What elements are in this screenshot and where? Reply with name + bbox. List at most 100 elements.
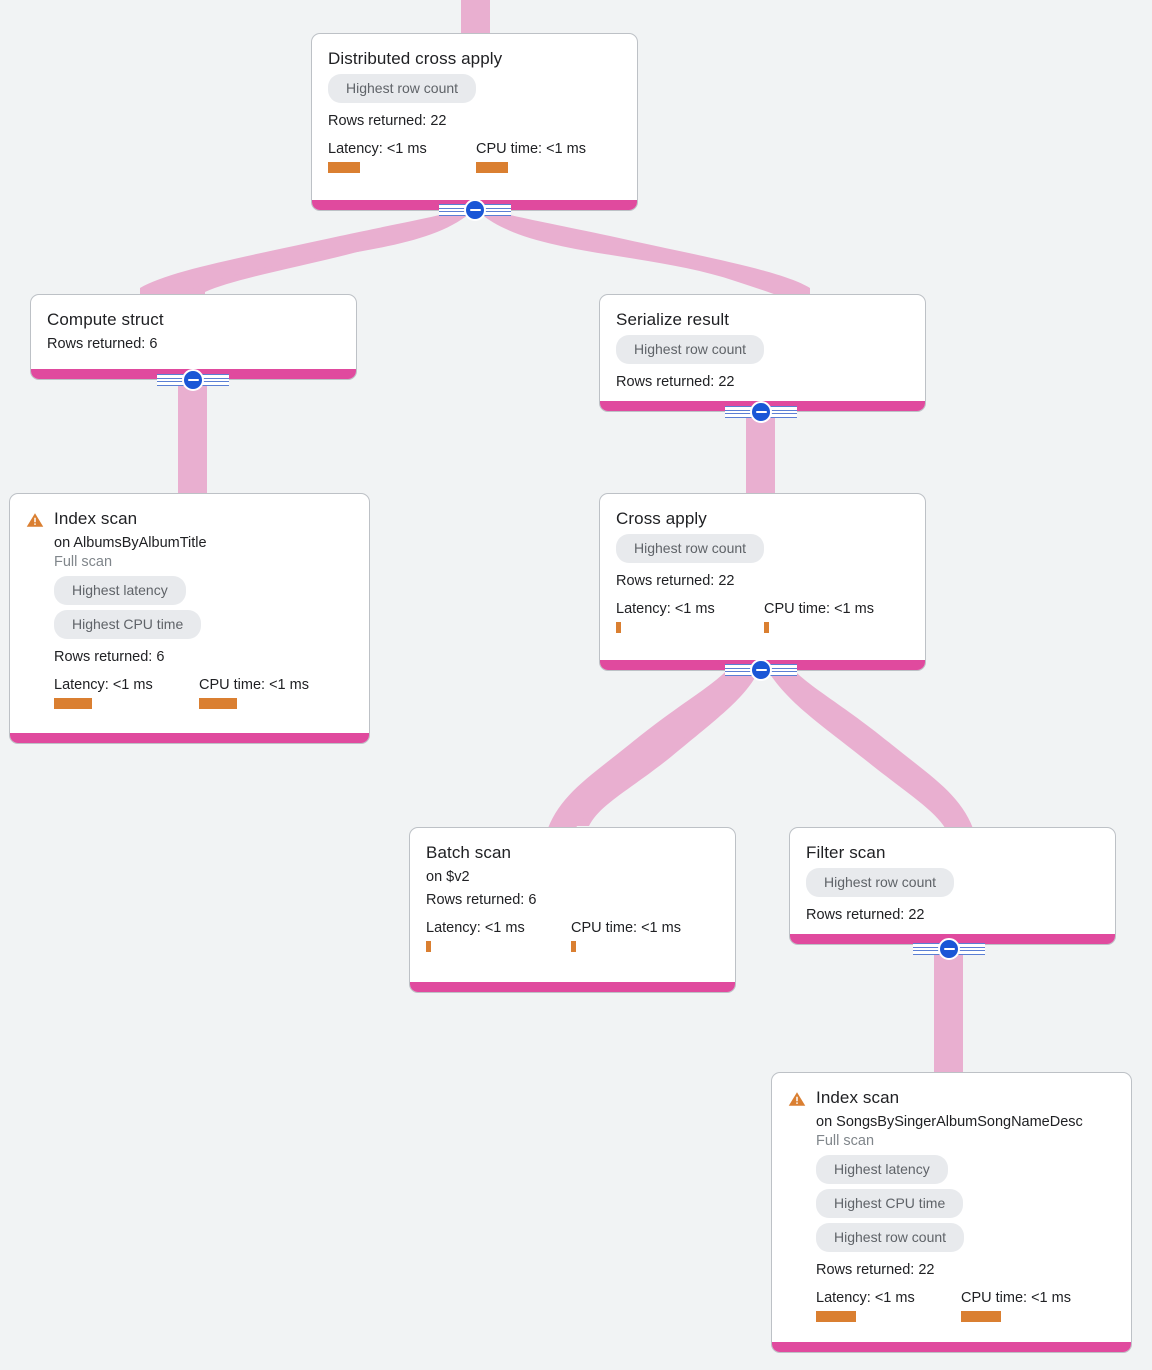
chip-highest-row-count: Highest row count	[616, 335, 765, 364]
node-chips: Highest latency Highest CPU time	[54, 576, 353, 644]
metric-cpu-time-label: CPU time: <1 ms	[764, 601, 874, 617]
metric-latency-bar	[616, 622, 621, 633]
node-header: Compute struct Rows returned: 6	[47, 309, 340, 354]
collapse-toggle-cross-apply[interactable]	[725, 658, 797, 682]
edge-root-inlet	[461, 0, 490, 34]
metric-cpu-time-bar	[476, 162, 508, 173]
node-serialize-result[interactable]: Serialize result Highest row count Rows …	[599, 294, 926, 412]
metric-cpu-time: CPU time: <1 ms	[961, 1289, 1071, 1322]
node-subtitle: on SongsBySingerAlbumSongNameDesc	[816, 1114, 1083, 1130]
rows-returned: Rows returned: 22	[328, 113, 447, 129]
edge-root-to-compute-struct	[142, 212, 470, 300]
minus-icon	[750, 401, 772, 423]
rows-returned: Rows returned: 22	[616, 573, 735, 589]
node-scan-type: Full scan	[54, 554, 113, 570]
node-chips: Highest row count	[806, 868, 1099, 902]
node-title: Compute struct	[47, 310, 164, 329]
metric-latency: Latency: <1 ms	[54, 676, 199, 709]
metric-latency-bar	[328, 162, 360, 173]
node-title: Serialize result	[616, 310, 730, 329]
rows-returned: Rows returned: 22	[806, 907, 925, 923]
chip-highest-latency: Highest latency	[54, 576, 186, 605]
minus-icon	[938, 938, 960, 960]
node-chips: Highest latency Highest CPU time Highest…	[816, 1155, 1115, 1257]
chip-highest-row-count: Highest row count	[616, 534, 765, 563]
metric-cpu-time-label: CPU time: <1 ms	[571, 920, 681, 936]
node-title: Distributed cross apply	[328, 49, 503, 68]
node-batch-scan[interactable]: Batch scan on $v2 Rows returned: 6 Laten…	[409, 827, 736, 993]
node-header: Serialize result Highest row count Rows …	[616, 309, 909, 392]
collapse-toggle-distributed-cross-apply[interactable]	[439, 198, 511, 222]
metric-cpu-time-label: CPU time: <1 ms	[961, 1290, 1071, 1306]
metric-cpu-time-bar	[961, 1311, 1001, 1322]
metric-cpu-time-label: CPU time: <1 ms	[199, 677, 309, 693]
node-header: Index scan on SongsBySingerAlbumSongName…	[788, 1087, 1115, 1322]
minus-icon	[750, 659, 772, 681]
rows-returned: Rows returned: 22	[616, 374, 735, 390]
node-metrics: Latency: <1 ms CPU time: <1 ms	[426, 919, 719, 952]
node-accent-bar	[410, 982, 735, 992]
rows-returned: Rows returned: 22	[816, 1262, 935, 1278]
node-metrics: Latency: <1 ms CPU time: <1 ms	[328, 140, 621, 173]
metric-latency-label: Latency: <1 ms	[616, 601, 715, 617]
metric-latency-label: Latency: <1 ms	[816, 1290, 915, 1306]
metric-cpu-time-label: CPU time: <1 ms	[476, 141, 586, 157]
rows-returned: Rows returned: 6	[47, 336, 158, 352]
collapse-toggle-filter-scan[interactable]	[913, 937, 985, 961]
minus-icon	[464, 199, 486, 221]
collapse-toggle-serialize-result[interactable]	[725, 400, 797, 424]
metric-latency: Latency: <1 ms	[328, 140, 476, 173]
metric-cpu-time-bar	[571, 941, 576, 952]
node-header: Distributed cross apply Highest row coun…	[328, 48, 621, 173]
node-title: Index scan	[54, 509, 138, 528]
chip-highest-row-count: Highest row count	[816, 1223, 965, 1252]
edge-cross-apply-to-batch-scan-band	[546, 662, 755, 840]
metric-latency: Latency: <1 ms	[616, 600, 764, 633]
metric-cpu-time: CPU time: <1 ms	[571, 919, 681, 952]
node-header: Batch scan on $v2 Rows returned: 6 Laten…	[426, 842, 719, 952]
node-index-scan-albums[interactable]: Index scan on AlbumsByAlbumTitle Full sc…	[9, 493, 370, 744]
warning-icon	[788, 1092, 806, 1106]
edge-compute-struct-to-index-scan-albums	[178, 381, 207, 497]
metric-cpu-time: CPU time: <1 ms	[764, 600, 874, 633]
chip-highest-row-count: Highest row count	[328, 74, 477, 103]
edge-cross-apply-to-filter-scan-band	[766, 662, 975, 840]
metric-latency: Latency: <1 ms	[426, 919, 571, 952]
collapse-toggle-compute-struct[interactable]	[157, 368, 229, 392]
chip-highest-cpu-time: Highest CPU time	[54, 610, 202, 639]
metric-latency-label: Latency: <1 ms	[54, 677, 153, 693]
node-header: Index scan on AlbumsByAlbumTitle Full sc…	[26, 508, 353, 709]
node-metrics: Latency: <1 ms CPU time: <1 ms	[616, 600, 909, 633]
node-accent-bar	[10, 733, 369, 743]
edge-serialize-result-to-cross-apply	[746, 413, 775, 497]
rows-returned: Rows returned: 6	[54, 649, 165, 665]
edge-filter-scan-to-index-scan-songs	[934, 949, 963, 1076]
edge-cross-apply-to-batch-scan	[560, 672, 756, 832]
node-metrics: Latency: <1 ms CPU time: <1 ms	[54, 676, 353, 709]
minus-icon	[182, 369, 204, 391]
metric-latency-label: Latency: <1 ms	[426, 920, 525, 936]
node-accent-bar	[772, 1342, 1131, 1352]
node-index-scan-songs[interactable]: Index scan on SongsBySingerAlbumSongName…	[771, 1072, 1132, 1353]
metric-cpu-time: CPU time: <1 ms	[476, 140, 586, 173]
metric-latency-bar	[54, 698, 92, 709]
metric-latency-bar	[816, 1311, 856, 1322]
node-distributed-cross-apply[interactable]: Distributed cross apply Highest row coun…	[311, 33, 638, 211]
metric-cpu-time-bar	[764, 622, 769, 633]
node-title: Batch scan	[426, 843, 512, 862]
node-subtitle: on AlbumsByAlbumTitle	[54, 535, 207, 551]
node-header: Filter scan Highest row count Rows retur…	[806, 842, 1099, 925]
node-cross-apply[interactable]: Cross apply Highest row count Rows retur…	[599, 493, 926, 671]
node-title: Index scan	[816, 1088, 900, 1107]
node-title: Filter scan	[806, 843, 886, 862]
node-metrics: Latency: <1 ms CPU time: <1 ms	[816, 1289, 1115, 1322]
chip-highest-cpu-time: Highest CPU time	[816, 1189, 964, 1218]
node-header: Cross apply Highest row count Rows retur…	[616, 508, 909, 633]
node-filter-scan[interactable]: Filter scan Highest row count Rows retur…	[789, 827, 1116, 945]
metric-cpu-time: CPU time: <1 ms	[199, 676, 309, 709]
metric-latency-bar	[426, 941, 431, 952]
metric-cpu-time-bar	[199, 698, 237, 709]
node-chips: Highest row count	[328, 74, 621, 108]
node-chips: Highest row count	[616, 534, 909, 568]
